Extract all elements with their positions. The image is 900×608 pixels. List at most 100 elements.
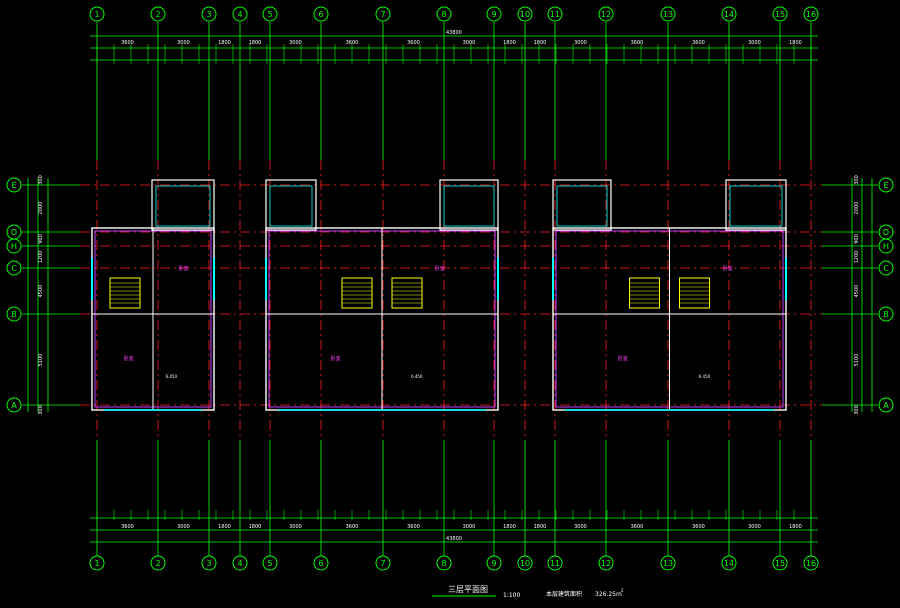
drawing-scale: 1:100 <box>503 592 520 599</box>
axis-label-C: C <box>11 264 17 273</box>
axis-label-13: 13 <box>663 10 673 19</box>
axis-label-16: 16 <box>806 10 816 19</box>
axis-bubble-1 <box>89 555 105 571</box>
axis-bubble-11 <box>547 6 563 22</box>
overall-dim-top: 43800 <box>446 30 462 36</box>
room-label: 卧室 <box>435 265 445 272</box>
stair <box>679 277 710 309</box>
elevation-label: 6.450 <box>411 374 423 379</box>
stair <box>391 277 423 309</box>
axis-label-9: 9 <box>491 10 496 19</box>
dim-label-left: 4500 <box>38 285 44 298</box>
axis-bubble-12 <box>598 6 614 22</box>
dim-label-bottom: 3000 <box>748 524 761 530</box>
axis-bubble-4 <box>232 6 248 22</box>
dim-label-top: 1800 <box>789 40 802 46</box>
dim-label-right: 900 <box>854 234 860 244</box>
row-axis-lines <box>22 184 878 406</box>
axis-bubble-13 <box>660 555 676 571</box>
axis-label-6: 6 <box>318 559 323 568</box>
axis-bubble-H <box>878 238 894 254</box>
room-label: 卧室 <box>178 265 188 272</box>
dim-label-left: 300 <box>38 405 44 415</box>
balcony-outline <box>725 179 787 231</box>
axis-label-B: B <box>11 310 17 319</box>
axis-label-7: 7 <box>380 559 385 568</box>
dim-label-top: 3600 <box>407 40 420 46</box>
axis-label-3: 3 <box>206 10 211 19</box>
axis-bubble-C <box>878 260 894 276</box>
axis-label-B: B <box>883 310 889 319</box>
axis-label-1: 1 <box>94 559 99 568</box>
drawing-title: 三层平面图 <box>448 585 488 594</box>
axis-bubble-13 <box>660 6 676 22</box>
axis-bubble-14 <box>721 555 737 571</box>
dim-label-bottom: 3000 <box>177 524 190 530</box>
dim-label-bottom: 1800 <box>789 524 802 530</box>
axis-label-4: 4 <box>237 10 242 19</box>
room-label: 卧室 <box>723 265 733 272</box>
balcony-window <box>729 185 783 227</box>
axis-bubble-1 <box>89 6 105 22</box>
axis-bubble-E <box>878 177 894 193</box>
dim-label-top: 1800 <box>249 40 262 46</box>
dim-label-right: 300 <box>854 405 860 415</box>
axis-bubbles: 1122334455667788991010111112121313141415… <box>6 6 894 571</box>
dim-label-top: 3600 <box>346 40 359 46</box>
axis-bubble-4 <box>232 555 248 571</box>
axis-label-14: 14 <box>724 559 734 568</box>
column-axis-lines <box>96 22 812 556</box>
dim-label-bottom: 3600 <box>631 524 644 530</box>
axis-bubble-9 <box>486 6 502 22</box>
axis-bubble-8 <box>436 6 452 22</box>
axis-label-5: 5 <box>267 10 272 19</box>
dim-label-top: 3600 <box>121 40 134 46</box>
dim-label-bottom: 3600 <box>346 524 359 530</box>
axis-label-10: 10 <box>520 10 530 19</box>
axis-label-9: 9 <box>491 559 496 568</box>
axis-bubble-3 <box>201 6 217 22</box>
axis-label-2: 2 <box>155 10 160 19</box>
axis-bubble-11 <box>547 555 563 571</box>
balcony-outline <box>265 179 317 231</box>
axis-label-14: 14 <box>724 10 734 19</box>
axis-label-E: E <box>11 181 16 190</box>
dim-label-bottom: 3000 <box>463 524 476 530</box>
dim-label-left: 5100 <box>38 354 44 367</box>
axis-label-11: 11 <box>550 559 560 568</box>
dim-label-top: 1800 <box>503 40 516 46</box>
dim-label-left: 1200 <box>38 251 44 264</box>
axis-bubble-C <box>6 260 22 276</box>
axis-bubble-8 <box>436 555 452 571</box>
dimension-lines: 3600 3000 1800 1800 3000 3600 3600 3000 1800 1800… <box>27 30 873 543</box>
dim-label-top: 3000 <box>748 40 761 46</box>
overall-dim-bottom: 43800 <box>446 536 462 542</box>
axis-label-8: 8 <box>441 559 446 568</box>
area-superscript: 2 <box>621 588 624 593</box>
axis-label-C: C <box>883 264 889 273</box>
axis-label-4: 4 <box>237 559 242 568</box>
axis-bubble-16 <box>803 6 819 22</box>
dim-label-right: 4500 <box>854 285 860 298</box>
axis-label-A: A <box>883 401 889 410</box>
dim-label-right: 300 <box>854 175 860 185</box>
axis-label-12: 12 <box>601 10 611 19</box>
dim-label-left: 900 <box>38 234 44 244</box>
axis-label-E: E <box>883 181 888 190</box>
title-block: 三层平面图 1:100 本层建筑面积 326.25m 2 <box>432 585 624 599</box>
axis-label-6: 6 <box>318 10 323 19</box>
dim-label-top: 3000 <box>177 40 190 46</box>
axis-label-H: H <box>11 242 17 251</box>
dim-label-left: 300 <box>38 175 44 185</box>
axis-bubble-16 <box>803 555 819 571</box>
dim-label-top: 3600 <box>631 40 644 46</box>
dim-label-top: 3000 <box>574 40 587 46</box>
axis-bubble-3 <box>201 555 217 571</box>
axis-bubble-B <box>878 306 894 322</box>
axis-bubble-6 <box>313 6 329 22</box>
room-label: 卧室 <box>331 355 341 362</box>
axis-bubble-A <box>878 397 894 413</box>
axis-bubble-9 <box>486 555 502 571</box>
stair <box>341 277 373 309</box>
